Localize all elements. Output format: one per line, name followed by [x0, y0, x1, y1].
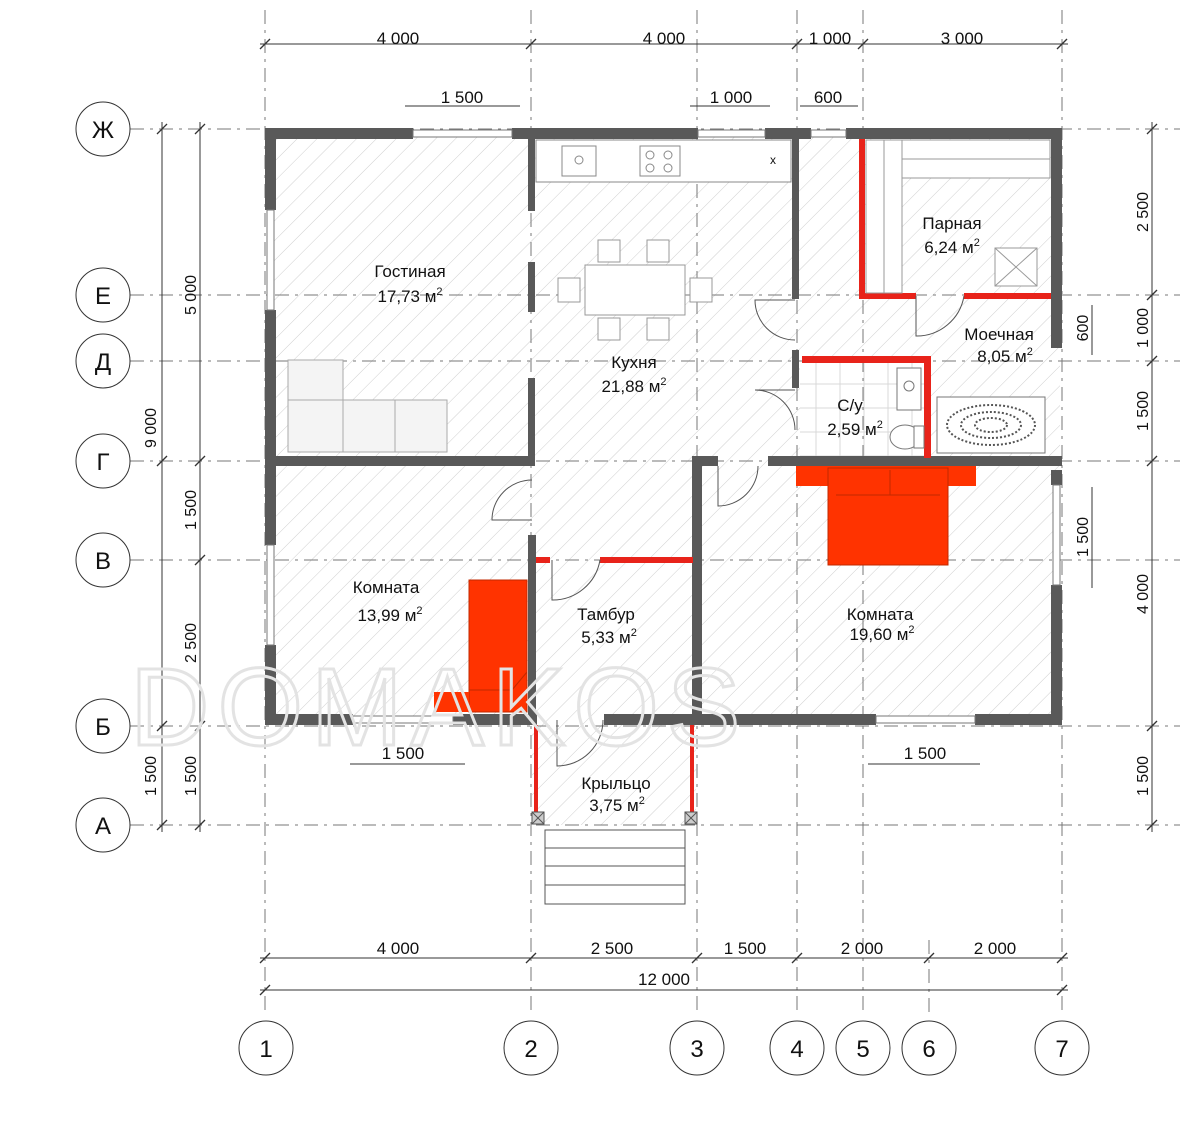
room-wc-name: С/у: [837, 396, 863, 415]
dim-top-4: 3 000: [941, 29, 984, 48]
dim-right-2: 1 000: [1135, 308, 1152, 348]
watermark-logo: DOMAKOS: [130, 646, 748, 769]
dim-bottom-3: 1 500: [724, 939, 767, 958]
axis-col-1: 1: [259, 1036, 272, 1063]
room-wash-area: 8,05 м2: [977, 346, 1033, 366]
sauna-benches: [865, 139, 1051, 294]
bed-large: [796, 466, 976, 566]
room-living-area: 17,73 м2: [377, 286, 442, 306]
axis-col-5: 5: [856, 1036, 869, 1063]
axis-row-e: Е: [95, 283, 111, 310]
room-kitchen-area: 21,88 м2: [601, 376, 666, 396]
dim-right-3: 1 500: [1135, 391, 1152, 431]
room-steam-area: 6,24 м2: [924, 237, 980, 257]
dim-right-1: 2 500: [1135, 192, 1152, 232]
room-steam-name: Парная: [922, 214, 981, 233]
axis-row-b: Б: [95, 714, 111, 741]
room-wash-name: Моечная: [964, 325, 1034, 344]
room-labels: Гостиная 17,73 м2 Кухня 21,88 м2 Парная …: [353, 214, 1034, 815]
room-vestibule-area: 5,33 м2: [581, 627, 637, 647]
room-vestibule-name: Тамбур: [577, 605, 635, 624]
windows: [266, 129, 1061, 724]
dim-left-inner-1: 5 000: [183, 275, 200, 315]
axis-col-4: 4: [790, 1036, 803, 1063]
dim-opening-2: 1 000: [710, 88, 753, 107]
axis-row-d: Д: [95, 349, 111, 376]
sink-mark: x: [770, 153, 776, 167]
room-bedroom-2-name: Комната: [847, 605, 914, 624]
dim-left-porch: 1 500: [143, 756, 160, 796]
dim-bottom-opening-1: 1 500: [382, 744, 425, 763]
dining-table: [557, 239, 713, 341]
dim-top-3: 1 000: [809, 29, 852, 48]
dim-right-opening-1: 600: [1075, 315, 1092, 342]
porch: [531, 811, 698, 905]
dim-bottom-2: 2 500: [591, 939, 634, 958]
dim-right-5: 1 500: [1135, 756, 1152, 796]
dim-right-4: 4 000: [1135, 574, 1152, 614]
sofa: [287, 359, 448, 453]
axis-labels: 1 2 3 4 5 6 7 Ж Е Д Г В Б А: [92, 117, 1069, 1063]
axis-col-7: 7: [1055, 1036, 1068, 1063]
bed-single: [434, 579, 528, 713]
axis-row-v: В: [95, 548, 111, 575]
doors: [491, 295, 965, 767]
walls: [265, 128, 1062, 725]
room-bedroom-2-area: 19,60 м2: [849, 624, 914, 644]
dim-top-2: 4 000: [643, 29, 686, 48]
room-bedroom-1-area: 13,99 м2: [357, 605, 422, 625]
dimension-ticks: [156, 38, 1158, 996]
axis-col-3: 3: [690, 1036, 703, 1063]
dim-bottom-total: 12 000: [638, 970, 690, 989]
dim-bottom-4: 2 000: [841, 939, 884, 958]
dim-left-total: 9 000: [143, 408, 160, 448]
room-wc-area: 2,59 м2: [827, 419, 883, 439]
dim-bottom-opening-2: 1 500: [904, 744, 947, 763]
dim-left-inner-3: 2 500: [183, 623, 200, 663]
axis-row-zh: Ж: [92, 117, 114, 144]
dim-top-1: 4 000: [377, 29, 420, 48]
room-kitchen-name: Кухня: [611, 353, 657, 372]
axis-bubbles: [75, 101, 1090, 1076]
axis-col-6: 6: [922, 1036, 935, 1063]
red-partitions: [534, 139, 1051, 815]
dim-bottom-5: 2 000: [974, 939, 1017, 958]
dim-opening-3: 600: [814, 88, 842, 107]
axis-col-2: 2: [524, 1036, 537, 1063]
dim-right-opening-2: 1 500: [1075, 517, 1092, 557]
room-porch-area: 3,75 м2: [589, 795, 645, 815]
dim-left-inner-2: 1 500: [183, 490, 200, 530]
dimension-lines: [161, 43, 1153, 991]
dim-bottom-1: 4 000: [377, 939, 420, 958]
bathroom-fixtures: [889, 367, 925, 450]
dimension-text: 4 000 4 000 1 000 3 000 1 500 1 000 600 …: [143, 29, 1152, 989]
room-bedroom-1-name: Комната: [353, 578, 420, 597]
axis-row-g: Г: [97, 449, 110, 476]
axis-row-a: А: [95, 813, 111, 840]
dim-opening-1: 1 500: [441, 88, 484, 107]
shower-tray: [936, 396, 1046, 454]
dim-left-inner-4: 1 500: [183, 756, 200, 796]
room-living-name: Гостиная: [374, 262, 445, 281]
kitchen-counter: [535, 139, 792, 183]
room-porch-name: Крыльцо: [581, 774, 650, 793]
